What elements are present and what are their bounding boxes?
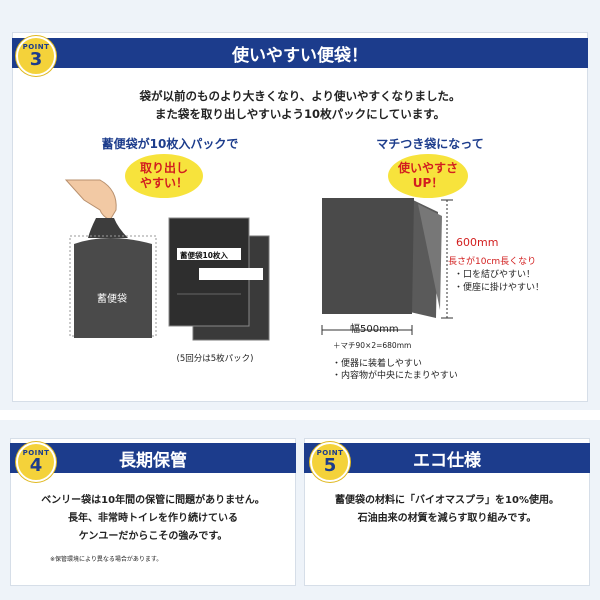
point3-badge: POINT 3 bbox=[16, 36, 56, 76]
bag-gusset-inner bbox=[418, 204, 442, 310]
width-label: 幅500mm bbox=[350, 324, 399, 335]
height-note: 長さが10cm長くなり bbox=[448, 257, 537, 267]
point3-title-bar: 使いやすい便袋！ bbox=[12, 38, 588, 68]
point4-line1: ベンリー袋は10年間の保管に問題がありません。 bbox=[41, 495, 265, 506]
height-dimension bbox=[441, 199, 453, 319]
point3-intro-line2: また袋を取り出しやすいよう10枚パックにしています。 bbox=[154, 107, 446, 121]
point5-line2: 石油由来の材質を減らす取り組みです。 bbox=[357, 513, 537, 524]
height-note-line3: ・便座に掛けやすい！ bbox=[454, 283, 545, 293]
point4-title-bar: 長期保管 bbox=[10, 443, 296, 473]
gusset-label: ＋マチ90×2=680mm bbox=[333, 341, 412, 350]
pack-back-label-strip bbox=[199, 268, 263, 280]
hand-icon bbox=[64, 179, 117, 221]
point5-title-bar: エコ仕様 bbox=[304, 443, 590, 473]
bag-neck bbox=[88, 218, 128, 238]
point5-badge: POINT 5 bbox=[310, 442, 350, 482]
point4-badge: POINT 4 bbox=[16, 442, 56, 482]
left-bubble: 取り出しやすい！ bbox=[125, 154, 203, 198]
point5-title: エコ仕様 bbox=[413, 450, 481, 471]
right-bullet1: ・便器に装着しやすい bbox=[332, 359, 422, 369]
bag-packs-illustration bbox=[168, 217, 270, 341]
bag-main-body bbox=[322, 198, 414, 314]
height-note-line2: ・口を結びやすい！ bbox=[454, 270, 536, 280]
point3-title: 使いやすい便袋！ bbox=[232, 45, 368, 66]
point4-footnote: ※保管環境により異なる場合があります。 bbox=[50, 556, 163, 563]
point4-line3: ケンユーだからこその強みです。 bbox=[78, 531, 228, 542]
bag-label: 蓄便袋 bbox=[97, 294, 127, 305]
point5-line1: 蓄便袋の材料に「バイオマスプラ」を10%使用。 bbox=[335, 495, 559, 506]
bag-hand-illustration bbox=[64, 179, 157, 338]
pack-label-strip bbox=[177, 248, 241, 260]
point3-intro-line1: 袋が以前のものより大きくなり、より使いやすくなりました。 bbox=[139, 89, 461, 103]
height-label: 600mm bbox=[456, 236, 499, 249]
gusset-bag-illustration bbox=[321, 198, 442, 335]
point4-title: 長期保管 bbox=[119, 450, 187, 471]
right-bullet2: ・内容物が中央にたまりやすい bbox=[332, 371, 458, 381]
point4-line2: 長年、非常時トイレを作り続けている bbox=[68, 513, 238, 524]
left-caption: (5回分は5枚パック) bbox=[176, 354, 254, 364]
left-heading: 蓄便袋が10枚入パックで bbox=[101, 137, 239, 151]
right-heading: マチつき袋になって bbox=[376, 137, 484, 151]
bag-body bbox=[74, 238, 152, 338]
pack-label: 蓄便袋10枚入 bbox=[180, 251, 228, 260]
